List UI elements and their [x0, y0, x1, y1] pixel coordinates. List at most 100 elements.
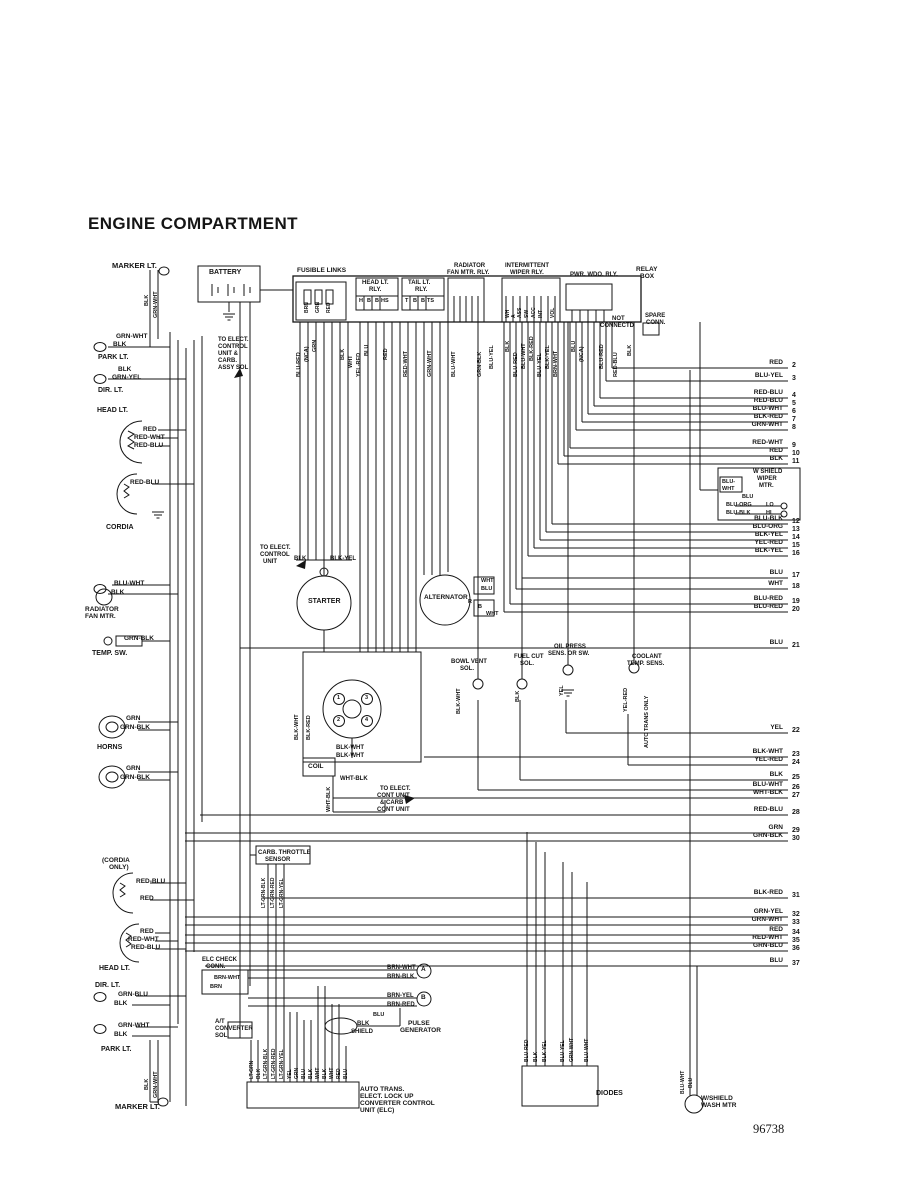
wire-color-vlabel: BLU: [343, 1068, 349, 1079]
wire-number: 2: [792, 362, 796, 369]
diagram-label: UNIT: [263, 559, 277, 565]
diagram-label: B: [367, 298, 371, 304]
wire-color-vlabel: BLK: [627, 344, 633, 356]
wire-color-vlabel: BLU: [688, 1077, 694, 1088]
diagram-label: RED-BLU: [134, 442, 164, 449]
diagram-label: UNIT &: [218, 351, 238, 357]
wire-color-vlabel: BLK: [340, 348, 346, 360]
wire-color-label: YEL: [770, 724, 783, 731]
wire-number: 14: [792, 534, 800, 541]
radiator-fan-relay-label: RADIATOR: [454, 263, 486, 269]
wire-color-vlabel: BLK-YEL: [545, 345, 551, 369]
wire-number: 13: [792, 526, 800, 533]
bowl-vent-sol-circle: [472, 678, 484, 690]
wire-color-vlabel: BLK: [533, 1051, 539, 1062]
dir-lt-bottom-connector: [93, 992, 107, 1002]
numbered-wire-18: [515, 322, 788, 590]
diagram-label: BLU: [742, 494, 754, 500]
wire-color-vlabel: ASS: [517, 307, 523, 318]
wire-lines: [108, 270, 781, 1106]
dir-lt-top-label: DIR. LT.: [98, 387, 124, 394]
diagram-label: CARB.: [218, 358, 237, 364]
diagram-label: BLU-WHT: [114, 580, 145, 587]
numbered-wire-22: [565, 700, 788, 734]
wire-color-vlabel: GRN-WHT: [569, 1037, 575, 1062]
coil-box: [302, 757, 336, 777]
wire-color-label: BLU: [769, 639, 783, 646]
wire-number: 4: [792, 392, 796, 399]
wire-color-vlabel: BLU-RED: [296, 352, 302, 377]
park-lt-connector: [93, 342, 107, 352]
wire-color-vlabel: AUTO TRANS ONLY: [644, 695, 650, 748]
wire-color-label: BLK-WHT: [752, 748, 783, 755]
marker-lt-bottom-label: MARKER LT.: [115, 1102, 160, 1111]
head-lt-relay-label: HEAD LT.: [362, 280, 389, 286]
diagram-label: GRN-BLK: [124, 635, 154, 642]
diagram-label: TEMP. SENS.: [627, 661, 665, 667]
diagram-label: BLK-WHT: [336, 745, 364, 751]
diagram-label: LO: [766, 502, 774, 508]
pointer-arrows: [234, 368, 415, 804]
wire-color-vlabel: BRN-WHT: [553, 350, 559, 377]
diagram-label: B: [478, 604, 482, 610]
park-lt-bottom-connector: [93, 1024, 107, 1034]
alternator-label: ALTERNATOR: [424, 594, 468, 601]
wire-color-label: GRN: [768, 824, 783, 831]
diagram-label: BLK: [111, 589, 125, 596]
wire-color-vlabel: YEL-RED: [356, 352, 362, 377]
radiator-fan-motor-circle: [95, 588, 113, 606]
diagram-label: CONT UNIT: [377, 793, 410, 799]
temp-switch-bolt: [103, 636, 113, 646]
diagram-label: BLK: [114, 1000, 128, 1007]
diagram-label: MTR.: [759, 483, 774, 489]
diagram-label: CONTROL: [218, 344, 248, 350]
diagram-label: WHT: [722, 486, 735, 492]
battery-label: BATTERY: [209, 269, 242, 276]
numbered-wire-19: [509, 322, 788, 605]
power-window-relay-label: PWR. WDO. RLY.: [570, 272, 618, 278]
wire-color-vlabel: BLU: [364, 344, 370, 356]
wire-color-vlabel: RED-WHT: [403, 351, 409, 377]
wire-number: 20: [792, 606, 800, 613]
numbered-wire-24: [627, 714, 788, 766]
wire-color-vlabel: BLK-RED: [306, 715, 312, 740]
wire-color-vlabel: BRN: [304, 302, 310, 313]
wire-color-vlabel: BLU-WHT: [584, 1038, 590, 1062]
numbered-wire-16: [527, 322, 788, 557]
wire-number: 10: [792, 450, 800, 457]
wire-number: 29: [792, 827, 800, 834]
wire-color-label: WHT: [768, 580, 783, 587]
diagram-label: B: [413, 298, 417, 304]
horns-label: HORNS: [97, 744, 123, 751]
wire-color-vlabel: BLU-WHT: [680, 1070, 686, 1094]
relay-box: [292, 275, 642, 323]
diagram-label: BLK: [357, 1021, 370, 1027]
wire-color-vlabel: BLU-RED: [524, 1039, 530, 1063]
diagram-label: & CARB: [380, 800, 404, 806]
wire-color-label: BLK: [769, 455, 783, 462]
diagram-label: SOL.: [215, 1033, 230, 1039]
wash-motor-circle: [684, 1094, 704, 1114]
wire-color-label: BLK-RED: [753, 889, 783, 896]
wire-color-vlabel: (NCA): [579, 346, 585, 362]
wire-number: 32: [792, 911, 800, 918]
connector-a-label: A: [421, 966, 426, 973]
wire-color-vlabel: YEL: [559, 685, 565, 696]
diagram-label: BLK: [114, 1031, 128, 1038]
diodes-label: DIODES: [596, 1090, 623, 1097]
wire-color-vlabel: BLK-YEL: [542, 1040, 548, 1062]
at-converter-sol-label: A/T: [215, 1019, 225, 1025]
head-lt-top-label: HEAD LT.: [97, 407, 128, 414]
relay-box-label: RELAY: [636, 266, 658, 273]
diagram-label: BRN-YEL: [387, 993, 414, 999]
wire-number: 15: [792, 542, 800, 549]
elc-check-conn-label: ELC CHECK: [202, 957, 238, 963]
park-lt-bottom-label: PARK LT.: [101, 1046, 132, 1053]
wire-color-label: BLU-RED: [753, 595, 783, 602]
numbered-wire-6: [587, 322, 788, 415]
diagram-label: RED: [140, 928, 154, 935]
diagram-label: RED-BLU: [136, 878, 166, 885]
diagram-label: ONLY): [109, 864, 129, 871]
wire-color-vlabel: LT-GRN: [249, 1060, 255, 1079]
wire-number: 12: [792, 518, 800, 525]
